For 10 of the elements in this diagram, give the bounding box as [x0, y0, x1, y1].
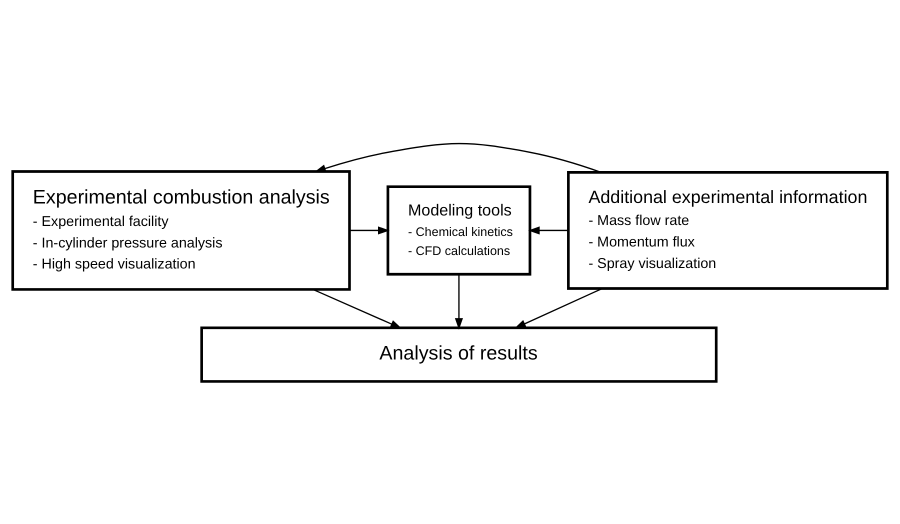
arrow — [514, 287, 602, 328]
node-box: Experimental combustion analysis - Experimental facility - In-cylinder pressure analysis - High speed visualization — [11, 170, 351, 290]
node-box: Modeling tools - Chemical kinetics - CFD calculations — [386, 184, 532, 276]
arrow — [312, 288, 402, 328]
arrow — [314, 142, 602, 172]
arrow — [454, 274, 463, 330]
arrow — [350, 226, 390, 234]
node-box: Analysis of results — [200, 326, 718, 382]
arrow — [528, 226, 568, 234]
node-box: Additional experimental information - Mass flow rate - Momentum flux - Spray visualization — [567, 170, 889, 290]
